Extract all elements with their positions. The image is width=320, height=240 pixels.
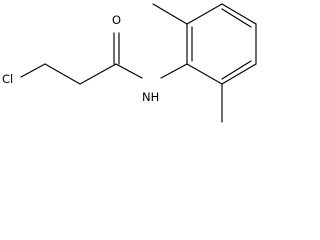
oxygen-label: O bbox=[112, 13, 121, 27]
ring-bond-3-inner bbox=[221, 8, 252, 28]
nitrogen-h-label: NH bbox=[142, 90, 159, 104]
ring-bond-5 bbox=[221, 63, 257, 85]
bond-ring-methyl-top bbox=[152, 3, 188, 25]
ring-bond-2 bbox=[186, 3, 223, 25]
ring-bond-5-inner bbox=[221, 60, 252, 80]
structural-formula: Cl O NH bbox=[2, 3, 257, 123]
bond-nh-ring bbox=[160, 63, 188, 79]
ring-bond-3 bbox=[221, 3, 257, 25]
bond-ch2-carbonyl bbox=[79, 63, 117, 85]
atom-labels: Cl O NH bbox=[2, 13, 159, 104]
bond-ch2-ch2 bbox=[44, 63, 81, 85]
ring-bond-6 bbox=[186, 63, 223, 85]
chlorine-label: Cl bbox=[2, 72, 13, 86]
bond-carbonyl-nh bbox=[115, 63, 143, 79]
bond-cl-ch2 bbox=[20, 63, 46, 78]
bonds bbox=[20, 3, 257, 123]
